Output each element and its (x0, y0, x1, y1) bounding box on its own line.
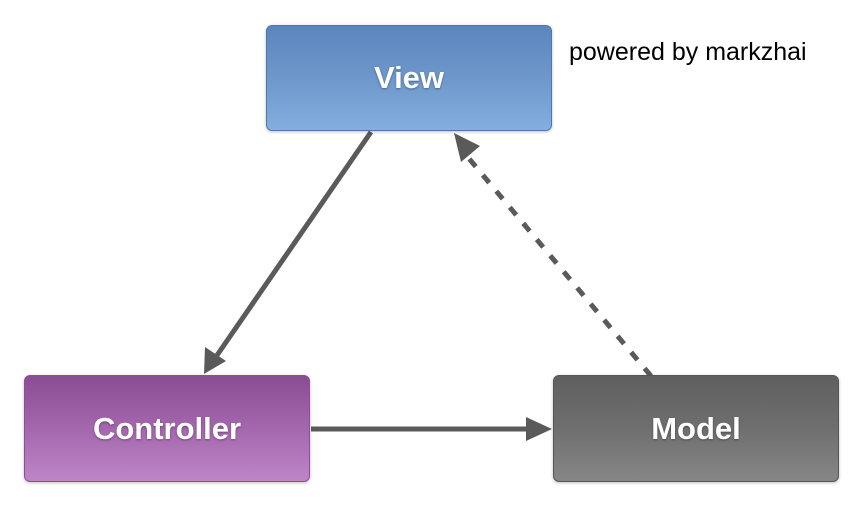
model-node: Model (553, 375, 839, 482)
controller-node: Controller (24, 375, 310, 482)
view-node: View (266, 25, 552, 131)
view-label: View (373, 60, 445, 95)
model-label: Model (651, 410, 741, 446)
arrowhead-model-to-view (454, 133, 480, 162)
arrowhead-controller-to-model (526, 417, 552, 441)
edge-model-to-view (464, 153, 653, 378)
credit-text: powered by markzhai (569, 38, 807, 66)
arrowhead-view-to-controller (204, 347, 226, 374)
controller-label: Controller (92, 410, 242, 446)
edge-view-to-controller (208, 130, 374, 366)
